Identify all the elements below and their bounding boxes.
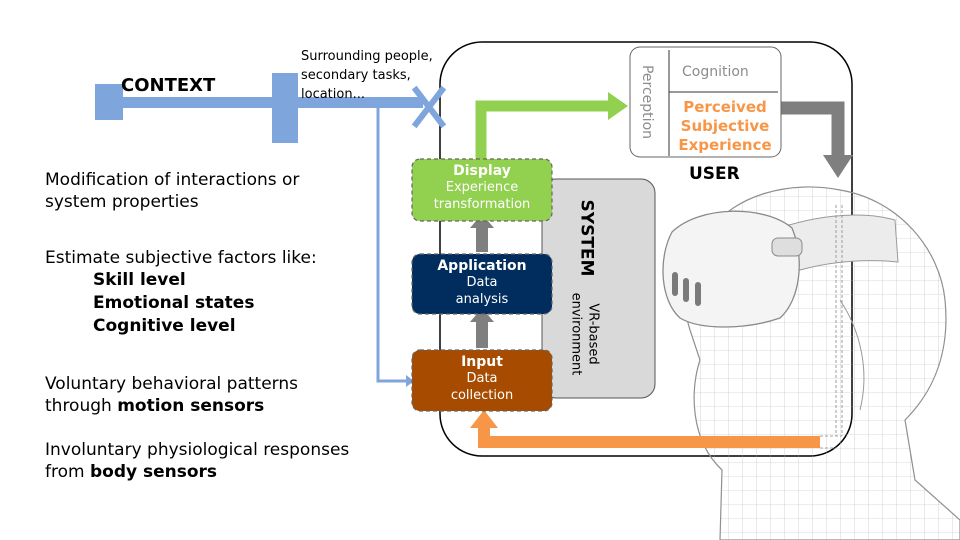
input-box [411,349,553,412]
vr-headset-illustration [662,186,960,540]
modification-line: Modification of interactions or [45,170,300,190]
estimate-intro: Estimate subjective factors like: [45,248,317,268]
system-label: SYSTEM [576,199,597,277]
context-detail-line: secondary tasks, [301,68,411,83]
cognition-label: Cognition [682,64,749,80]
application-title: Application [437,258,527,274]
voluntary-prefix: through [45,396,118,416]
factor-cognitive-level: Cognitive level [93,316,236,336]
involuntary-text: Involuntary physiological responses from… [45,439,349,483]
display-title: Display [453,163,511,179]
modification-text: Modification of interactions or system p… [45,169,299,213]
involuntary-prefix: from [45,462,90,482]
perception-label: Perception [639,64,656,140]
voluntary-text: Voluntary behavioral patterns through mo… [45,373,298,417]
input-sub: Data [466,371,498,386]
perceived-line: Subjective [680,117,770,135]
input-sub: collection [450,388,514,403]
environment-line: VR-based [585,303,601,365]
perception-cognition-box [629,46,782,158]
display-box-text: Display Experience transformation [412,163,552,213]
perceived-line: Experience [678,136,772,154]
context-bar-left [95,84,123,120]
application-sub: analysis [455,292,509,307]
context-details: Surrounding people, secondary tasks, loc… [301,47,433,104]
application-sub: Data [466,275,498,290]
application-box-text: Application Data analysis [412,258,552,308]
factor-skill-level: Skill level [93,270,186,290]
cross-icon [411,85,447,129]
green-arrow [475,100,612,162]
voluntary-bold: motion sensors [117,396,265,416]
display-sub: Experience [445,180,519,195]
perceived-line: Perceived [683,98,767,116]
input-box-text: Input Data collection [412,354,552,404]
estimate-text: Estimate subjective factors like: Skill … [45,247,317,338]
voluntary-line: Voluntary behavioral patterns [45,374,298,394]
context-line [123,97,423,108]
input-title: Input [461,354,503,370]
user-label: USER [689,164,740,184]
factor-emotional-states: Emotional states [93,293,255,313]
environment-line: environment [568,292,584,376]
gray-arrow [780,101,845,158]
involuntary-line: Involuntary physiological responses [45,440,350,460]
application-box [411,253,553,315]
perceived-experience: Perceived Subjective Experience [670,98,780,155]
involuntary-bold: body sensors [89,462,218,482]
context-detail-line: Surrounding people, [301,49,433,64]
display-box [411,158,553,222]
modification-line: system properties [45,192,199,212]
context-detail-line: location... [301,87,365,102]
orange-feedback-arrow [478,426,820,448]
context-label: CONTEXT [121,75,216,96]
display-sub: transformation [433,197,531,212]
environment-label: VR-based environment [567,293,601,376]
